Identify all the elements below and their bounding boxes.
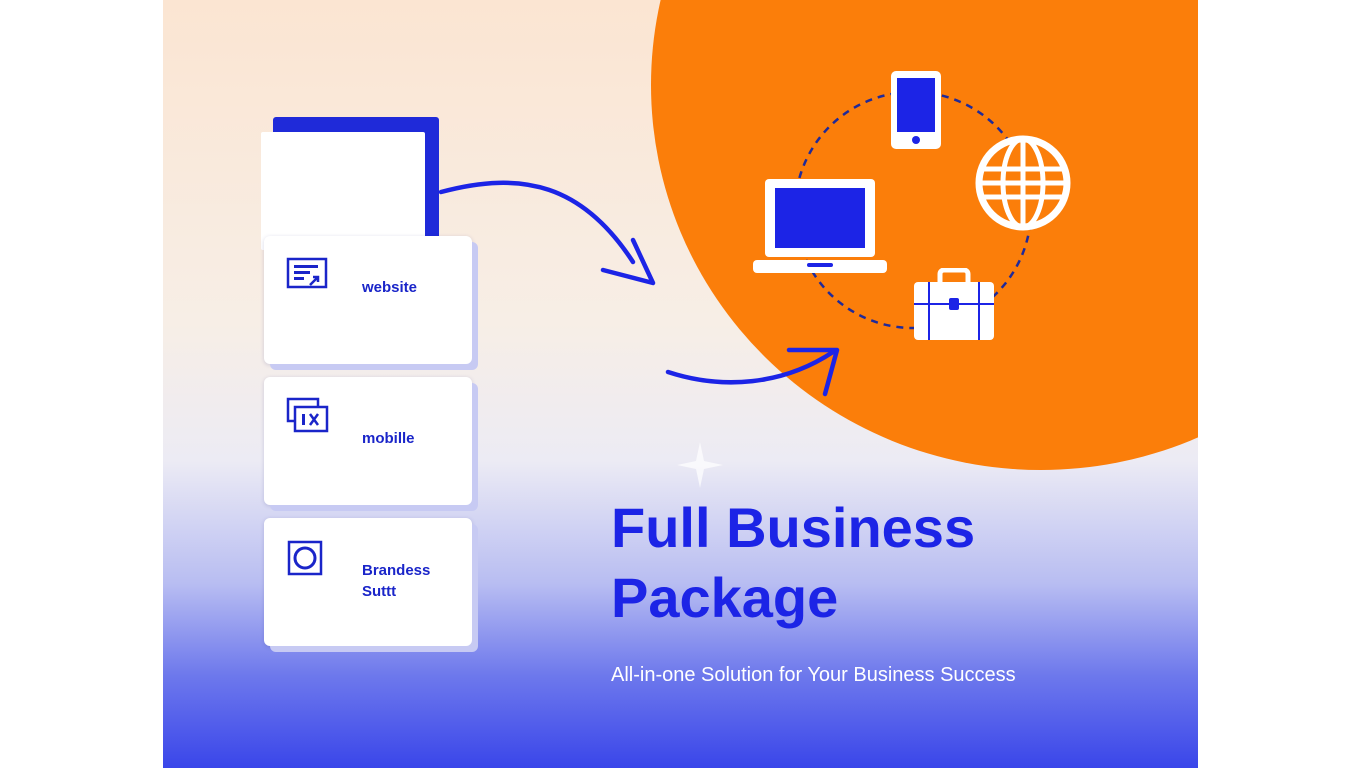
banner-canvas: website mobille Brandess Suttt [163, 0, 1198, 768]
briefcase-icon [914, 268, 994, 340]
brand-badge-icon [287, 540, 323, 576]
laptop-icon [753, 179, 887, 273]
service-label: mobille [362, 430, 415, 447]
newspaper-icon [286, 257, 328, 289]
left-margin [0, 0, 163, 768]
device-ring [793, 90, 1033, 330]
right-margin [1198, 0, 1360, 768]
page-title: Full Business Package [611, 496, 976, 629]
sparkle-icon [677, 442, 723, 488]
connector-arrows [438, 180, 840, 397]
service-label: Brandess Suttt [362, 562, 431, 600]
arrow-top [438, 180, 636, 265]
service-label: website [362, 279, 418, 296]
service-card-mobile[interactable]: mobille [264, 377, 472, 505]
gallery-icon [286, 397, 329, 433]
service-card-website[interactable]: website [264, 236, 472, 364]
page-subtitle: All-in-one Solution for Your Business Su… [611, 664, 1016, 686]
arrowhead-top [600, 237, 656, 286]
arrow-bottom [665, 349, 836, 385]
arrowhead-bottom [786, 347, 840, 397]
document-front-sheet [261, 132, 425, 250]
tablet-icon [891, 71, 941, 149]
service-card-brand[interactable]: Brandess Suttt [264, 518, 472, 646]
globe-icon [975, 135, 1071, 231]
